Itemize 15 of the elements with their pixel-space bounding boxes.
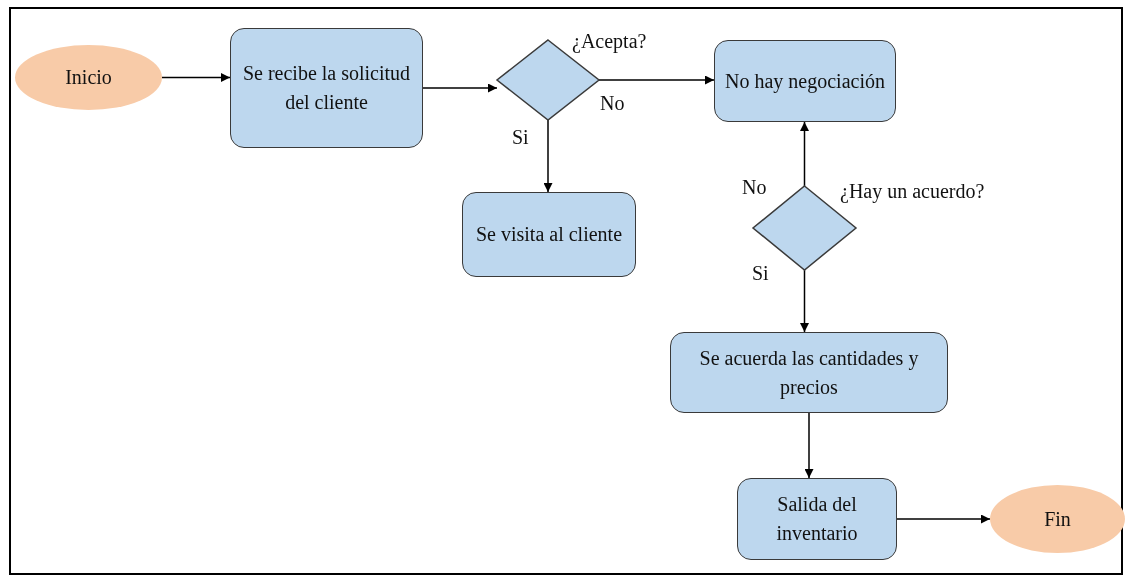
arrow [804,412,814,479]
arrow [800,121,809,187]
arrow [422,83,498,93]
arrow [800,269,809,333]
process-box: Se recibe la solicitud del cliente [230,28,423,148]
process-box: Salida del inventario [737,478,897,560]
arrow [543,119,553,193]
arrow [161,73,231,82]
process-box: Se visita al cliente [462,192,636,277]
process-box: No hay negociación [714,40,896,122]
terminal-oval: Fin [990,485,1125,553]
arrow [598,75,715,85]
arrow [896,514,991,524]
terminal-oval: Inicio [15,45,162,110]
process-box: Se acuerda las cantidades y precios [670,332,948,413]
